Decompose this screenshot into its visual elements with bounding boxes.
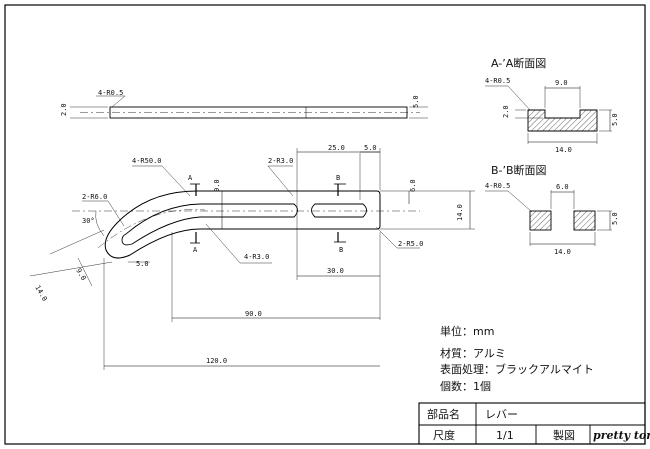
thk14-label: 14.0: [33, 284, 48, 303]
section-a-title: A-ʼA断面図: [491, 56, 546, 70]
scale-value: 1/1: [496, 429, 514, 442]
side-view: [70, 95, 428, 119]
part-name-value: レバー: [485, 408, 518, 421]
r6-label: 2-R6.0: [82, 193, 107, 201]
d14-label: 14.0: [456, 204, 464, 221]
note-material: 材質：アルミ: [440, 346, 506, 360]
top-view: [29, 148, 475, 370]
side-thickness-2-label: 2.0: [60, 103, 68, 116]
note-quantity: 個数：1個: [440, 380, 491, 393]
d90-label: 90.0: [245, 310, 262, 318]
note-finish: 表面処理：ブラックアルマイト: [440, 362, 594, 376]
width9-label: 9.0: [213, 179, 221, 192]
w5-label: 5.0: [136, 260, 149, 268]
d30-label: 30.0: [327, 267, 344, 275]
section-a-top-label: A: [188, 174, 193, 182]
d5-label: 5.0: [364, 144, 377, 152]
drawn-by-value: pretty tom: [593, 429, 650, 442]
section-b-width14-label: 14.0: [554, 248, 571, 256]
section-b-view: [485, 190, 612, 246]
section-b-radius-label: 4-R0.5: [485, 182, 510, 190]
section-a-width9-label: 9.0: [555, 79, 568, 87]
side-thickness-5-label: 5.0: [412, 95, 420, 108]
angle-label: 30°: [82, 217, 95, 225]
section-b-title: B-ʼB断面図: [491, 163, 547, 177]
note-unit: 単位：mm: [440, 324, 494, 338]
d6-label: 6.0: [409, 179, 417, 192]
section-a-h5-label: 5.0: [611, 113, 619, 126]
r5-label: 2-R5.0: [398, 240, 423, 248]
side-radius-label: 4-R0.5: [98, 89, 123, 97]
r3b-label: 4-R3.0: [244, 253, 269, 261]
r50-label: 4-R50.0: [132, 157, 162, 165]
scale-label: 尺度: [433, 428, 455, 442]
r3a-label: 2-R3.0: [268, 157, 293, 165]
d120-label: 120.0: [206, 357, 227, 365]
section-b-width6-label: 6.0: [556, 183, 569, 191]
section-b-bottom-label: B: [339, 246, 343, 254]
section-a-bottom-label: A: [193, 246, 198, 254]
section-a-radius-label: 4-R0.5: [485, 77, 510, 85]
drawn-label: 製図: [553, 428, 575, 442]
title-block: [418, 402, 646, 445]
section-a-view: [485, 85, 612, 144]
section-a-h2-label: 2.0: [502, 105, 510, 118]
len9-label: 9.0: [74, 267, 87, 282]
sheet-border: [4, 4, 646, 445]
section-b-h5-label: 5.0: [611, 212, 619, 225]
section-a-width14-label: 14.0: [555, 146, 572, 154]
part-name-label: 部品名: [427, 407, 460, 421]
section-b-top-label: B: [336, 174, 340, 182]
d25-label: 25.0: [328, 144, 345, 152]
